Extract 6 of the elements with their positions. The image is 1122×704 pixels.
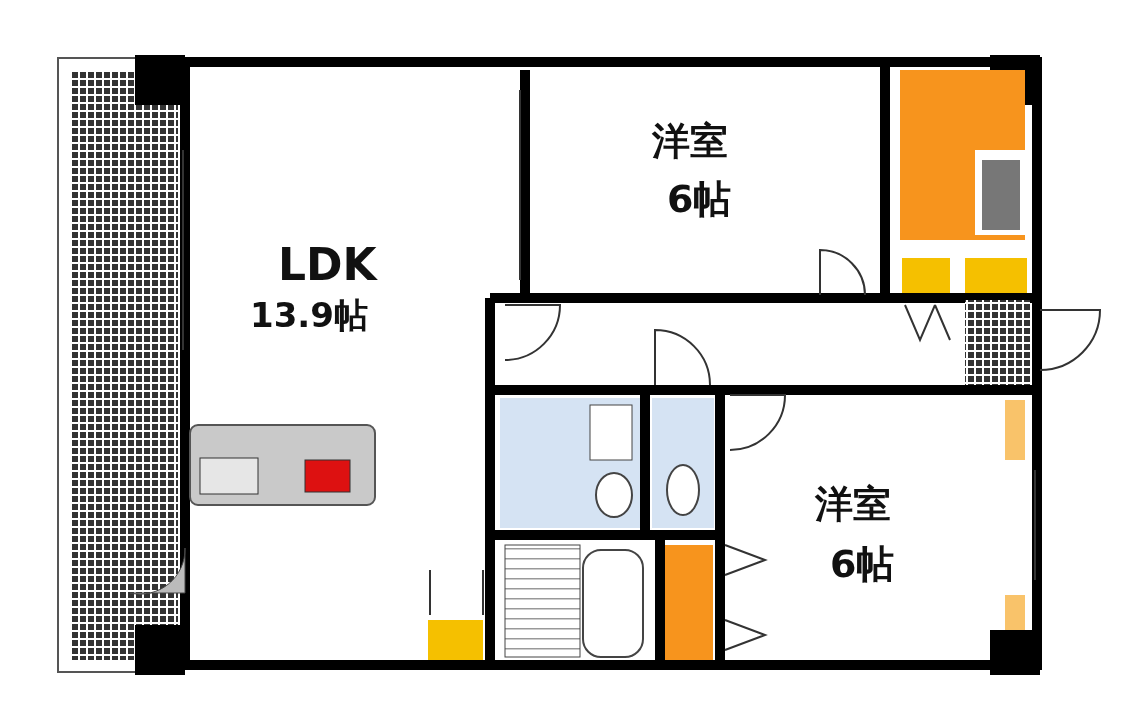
room-name-label: 洋室 bbox=[652, 122, 728, 160]
room-area-label: 13.9帖 bbox=[250, 298, 368, 332]
room-name-label: 洋室 bbox=[815, 485, 891, 523]
room-name-label: LDK bbox=[278, 243, 377, 287]
room-area-label: 6帖 bbox=[830, 545, 895, 583]
room-area-label: 6帖 bbox=[667, 180, 732, 218]
